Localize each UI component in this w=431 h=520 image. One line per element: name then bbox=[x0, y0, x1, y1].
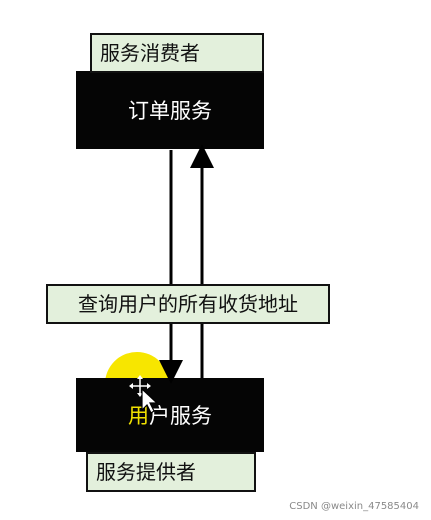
consumer-label: 服务消费者 bbox=[90, 33, 264, 73]
user-service-label: 用户服务 bbox=[128, 400, 212, 430]
order-service-box: 订单服务 bbox=[76, 71, 264, 149]
user-service-label-rest: 户服务 bbox=[149, 404, 212, 428]
provider-label: 服务提供者 bbox=[86, 452, 256, 492]
order-service-label: 订单服务 bbox=[128, 99, 212, 123]
user-service-box: 用户服务 bbox=[76, 378, 264, 452]
provider-label-text: 服务提供者 bbox=[96, 460, 196, 484]
consumer-label-text: 服务消费者 bbox=[100, 41, 200, 65]
user-service-label-first: 用 bbox=[128, 404, 149, 428]
query-label-text: 查询用户的所有收货地址 bbox=[78, 292, 298, 316]
watermark: CSDN @weixin_47585404 bbox=[289, 501, 419, 512]
query-label: 查询用户的所有收货地址 bbox=[46, 284, 330, 324]
